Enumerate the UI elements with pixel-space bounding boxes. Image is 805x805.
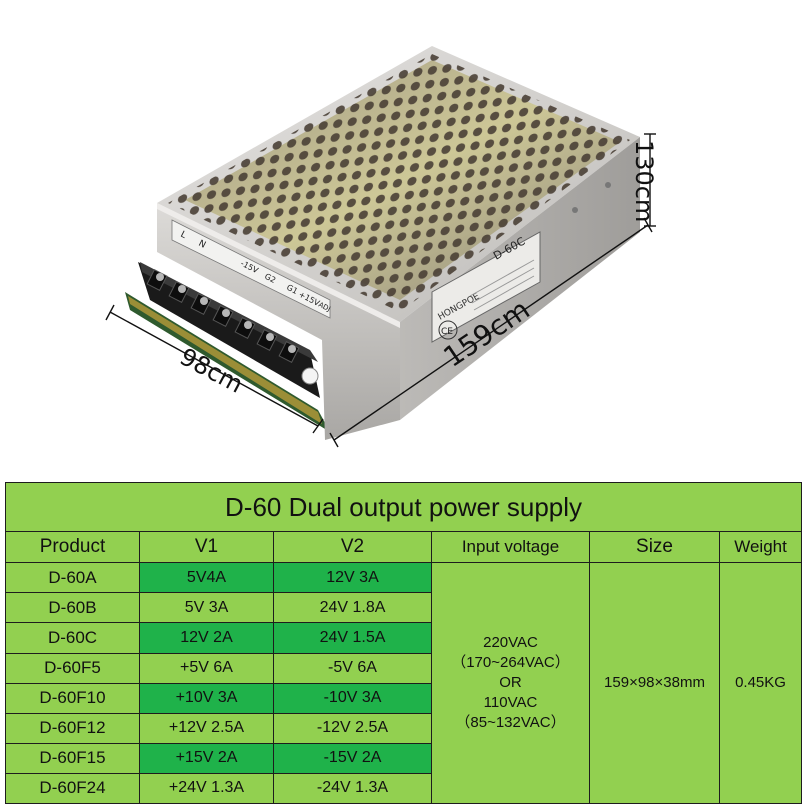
product-cell: D-60F5	[5, 652, 140, 684]
v2-cell: 24V 1.5A	[273, 622, 432, 654]
terminal-l-label: L	[179, 230, 188, 241]
power-supply-illustration: HONGPOE D-60C CE L N -15V G2 G1 +15V ADJ	[125, 46, 640, 440]
header-weight: Weight	[718, 531, 803, 564]
terminal-label-strip: L N -15V G2 G1 +15V ADJ	[171, 219, 332, 319]
input-voltage-cell: 220VAC （170~264VAC） OR 110VAC （85~132VAC…	[431, 562, 590, 804]
v2-cell: -15V 2A	[273, 742, 432, 774]
product-cell: D-60F10	[5, 682, 140, 714]
v2-cell: -10V 3A	[273, 682, 432, 714]
ce-mark: CE	[441, 327, 453, 337]
v1-cell: 5V 3A	[139, 592, 274, 624]
v1-cell: +10V 3A	[139, 682, 274, 714]
table-row: D-60F12 +12V 2.5A -12V 2.5A	[5, 712, 802, 744]
product-cell: D-60A	[5, 562, 140, 594]
product-photo: HONGPOE D-60C CE L N -15V G2 G1 +15V ADJ	[105, 46, 658, 448]
adjust-potentiometer	[301, 367, 319, 385]
v1-cell: +5V 6A	[139, 652, 274, 684]
input-voltage-line: OR	[499, 674, 522, 692]
header-v1: V1	[139, 531, 274, 564]
v1-cell: +12V 2.5A	[139, 712, 274, 744]
table-row: D-60B 5V 3A 24V 1.8A	[5, 592, 802, 624]
dimension-markers	[105, 133, 656, 448]
table-title: D-60 Dual output power supply	[4, 481, 803, 533]
spec-table: D-60 Dual output power supply Product V1…	[4, 481, 803, 805]
product-cell: D-60F24	[5, 772, 140, 805]
input-voltage-line: （85~132VAC）	[455, 714, 566, 732]
product-cell: D-60F15	[5, 742, 140, 774]
v2-cell: 24V 1.8A	[273, 592, 432, 624]
v1-cell: +15V 2A	[139, 742, 274, 774]
v1-cell: +24V 1.3A	[139, 772, 274, 805]
ventilation-holes	[168, 54, 630, 312]
product-label: HONGPOE D-60C CE	[431, 231, 541, 343]
input-voltage-line: 220VAC	[483, 634, 538, 652]
header-input-voltage: Input voltage	[431, 531, 590, 564]
v2-cell: -12V 2.5A	[273, 712, 432, 744]
input-voltage-line: 110VAC	[483, 694, 538, 712]
size-cell: 159×98×38mm	[589, 562, 720, 804]
table-row: D-60C 12V 2A 24V 1.5A	[5, 622, 802, 654]
header-v2: V2	[273, 531, 432, 564]
terminal-n-label: N	[197, 239, 208, 251]
product-cell: D-60C	[5, 622, 140, 654]
v1-cell: 5V4A	[139, 562, 274, 594]
header-product: Product	[5, 531, 140, 564]
height-dimension-label: 130cm	[630, 140, 658, 222]
header-size: Size	[589, 531, 720, 564]
v2-cell: -5V 6A	[273, 652, 432, 684]
terminal-block	[138, 262, 320, 398]
product-cell: D-60B	[5, 592, 140, 624]
table-row: D-60F15 +15V 2A -15V 2A	[5, 742, 802, 774]
v2-cell: 12V 3A	[273, 562, 432, 594]
product-cell: D-60F12	[5, 712, 140, 744]
input-voltage-line: （170~264VAC）	[451, 654, 570, 672]
table-row: D-60F24 +24V 1.3A -24V 1.3A	[5, 772, 802, 805]
table-row: D-60A 5V4A 12V 3A 220VAC （170~264VAC） OR…	[5, 562, 803, 804]
v1-cell: 12V 2A	[139, 622, 274, 654]
weight-cell: 0.45KG	[718, 562, 803, 804]
table-row: D-60F10 +10V 3A -10V 3A	[5, 682, 802, 714]
v2-cell: -24V 1.3A	[273, 772, 432, 805]
